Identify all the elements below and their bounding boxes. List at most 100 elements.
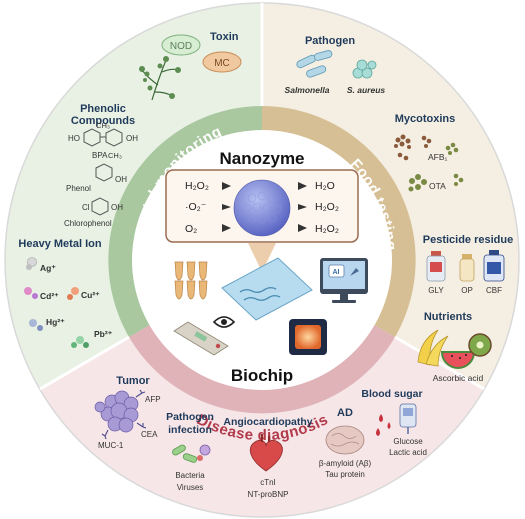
ai-computer-icon: AI <box>320 258 368 303</box>
afb1-label: AFB₁ <box>428 152 448 162</box>
kiwi-icon <box>468 333 492 357</box>
ion-cu: Cu²⁺ <box>81 290 100 300</box>
nod-capsule <box>161 34 201 56</box>
salmonella-icon <box>296 50 333 78</box>
chlorophenol-oh: OH <box>111 203 123 212</box>
pesticide-title: Pesticide residue <box>423 234 514 246</box>
angiocardiopathy-group: Angiocardiopathy cTnI NT-proBNP <box>223 416 312 499</box>
phenol-ring <box>95 163 113 182</box>
ascorbic-acid-label: Ascorbic acid <box>433 373 484 383</box>
gly-label: GLY <box>428 286 444 295</box>
nutrients-title: Nutrients <box>424 311 472 323</box>
phenolic-title-line2: Compounds <box>71 115 135 127</box>
bpa-ch3-bottom: CH₃ <box>108 151 122 160</box>
nt-probnp-label: NT-proBNP <box>248 490 289 499</box>
chlorophenol-name: Chlorophenol <box>64 219 112 228</box>
bacteria-virus-icon <box>172 444 211 463</box>
ad-group: AD β-amyloid (Aβ) Tau protein <box>319 407 372 479</box>
eye-icon <box>212 316 236 328</box>
ctni-label: cTnI <box>260 478 276 487</box>
s-aureus-label: S. aureus <box>347 85 386 95</box>
op-bottle-icon <box>459 254 475 282</box>
toxin-group: NOD MC Toxin <box>139 31 242 101</box>
food-pathogen-title: Pathogen <box>305 35 355 47</box>
ion-pb: Pb²⁺ <box>94 329 113 339</box>
afp-label: AFP <box>145 395 161 404</box>
bpa-oh: OH <box>126 134 138 143</box>
blood-sugar-group: Blood sugar Glucose Lactic acid <box>361 388 427 457</box>
pathogen-infection-title-1: Pathogen <box>166 411 214 423</box>
pipette-tips-icon <box>174 261 208 300</box>
ai-label: AI <box>333 269 340 276</box>
pathogen-infection-group: Pathogen infection Bacteria Viruses <box>166 411 214 492</box>
bpa-ho: HO <box>68 134 80 143</box>
tumor-title: Tumor <box>116 375 150 387</box>
ota-cluster-icon <box>408 142 464 192</box>
glucose-meter-icon <box>399 403 417 434</box>
bpa-ch3-top: CH₃ <box>96 121 110 130</box>
angiocardiopathy-title: Angiocardiopathy <box>223 416 312 428</box>
banana-icon <box>417 329 449 367</box>
mycotoxins-title: Mycotoxins <box>395 113 456 125</box>
watermelon-icon <box>440 351 476 369</box>
heavy-metal-group: Heavy Metal Ion Ag⁺ Cd²⁺ Cu²⁺ Hg²⁺ Pb²⁺ <box>18 238 113 348</box>
reactant-1: H₂O₂ <box>185 180 209 192</box>
cea-label: CEA <box>141 430 158 439</box>
chlorophenol-ring <box>91 197 109 216</box>
amyloid-label: β-amyloid (Aβ) <box>319 459 372 468</box>
ion-cd: Cd²⁺ <box>40 291 59 301</box>
mycotoxins-group: Mycotoxins AFB₁ OTA <box>394 113 464 192</box>
phenolic-title-line1: Phenolic <box>80 103 126 115</box>
glowing-chip-icon <box>289 319 327 355</box>
brain-icon <box>325 425 365 455</box>
bpa-structure <box>83 128 123 147</box>
ion-hg: Hg²⁺ <box>46 317 65 327</box>
toxin-title: Toxin <box>210 31 239 43</box>
afb1-cluster-icon <box>394 134 432 161</box>
ion-ag: Ag⁺ <box>40 263 56 273</box>
lactic-acid-label: Lactic acid <box>389 448 427 457</box>
bpa-name: BPA <box>92 151 108 160</box>
pathogen-food-group: Pathogen Salmonella S. aureus <box>285 35 386 95</box>
phenol-oh: OH <box>115 175 127 184</box>
cbf-bottle-icon <box>483 250 505 282</box>
tumor-cluster-icon <box>94 390 139 433</box>
reaction-box: H₂O₂ ·O₂⁻ O₂ H₂O H₂O₂ H₂O₂ <box>165 169 359 243</box>
cbf-label: CBF <box>486 286 502 295</box>
nanozyme-title: Nanozyme <box>219 149 304 168</box>
op-label: OP <box>461 286 473 295</box>
blood-drop-icon <box>376 414 391 436</box>
chlorophenol-cl: Cl <box>82 203 90 212</box>
ad-title: AD <box>337 407 353 419</box>
ota-label: OTA <box>429 181 446 191</box>
glucose-label: Glucose <box>393 437 423 446</box>
nutrients-group: Nutrients Ascorbic acid <box>417 311 492 383</box>
heavy-metal-title: Heavy Metal Ion <box>18 238 101 250</box>
bacteria-label: Bacteria <box>175 471 205 480</box>
phenolic-group: Phenolic Compounds CH₃ HO OH BPA CH₃ OH … <box>64 103 138 228</box>
muc1-label: MUC-1 <box>98 441 124 450</box>
phenol-name: Phenol <box>66 184 91 193</box>
pathogen-infection-title-2: infection <box>168 424 212 436</box>
biochip-title: Biochip <box>231 366 293 385</box>
reactant-3: O₂ <box>185 223 197 235</box>
microfluidic-chip <box>221 257 313 321</box>
tau-label: Tau protein <box>325 470 365 479</box>
heart-icon <box>249 434 283 472</box>
product-1: H₂O <box>315 180 335 192</box>
tumor-group: Tumor AFP CEA MUC-1 <box>94 375 161 450</box>
viruses-label: Viruses <box>177 483 204 492</box>
pesticide-group: Pesticide residue GLY OP CBF <box>423 234 514 295</box>
toxin-mc-label: MC <box>214 58 230 69</box>
toxin-nod-label: NOD <box>170 41 192 52</box>
test-strip-icon <box>173 321 229 356</box>
salmonella-label: Salmonella <box>285 85 330 95</box>
blood-sugar-title: Blood sugar <box>361 388 422 400</box>
s-aureus-icon <box>352 59 377 79</box>
mc-capsule <box>202 51 242 73</box>
light-cone <box>248 243 276 272</box>
gly-bottle-icon <box>426 251 446 282</box>
product-2: H₂O₂ <box>315 201 339 213</box>
reactant-2: ·O₂⁻ <box>185 201 207 213</box>
